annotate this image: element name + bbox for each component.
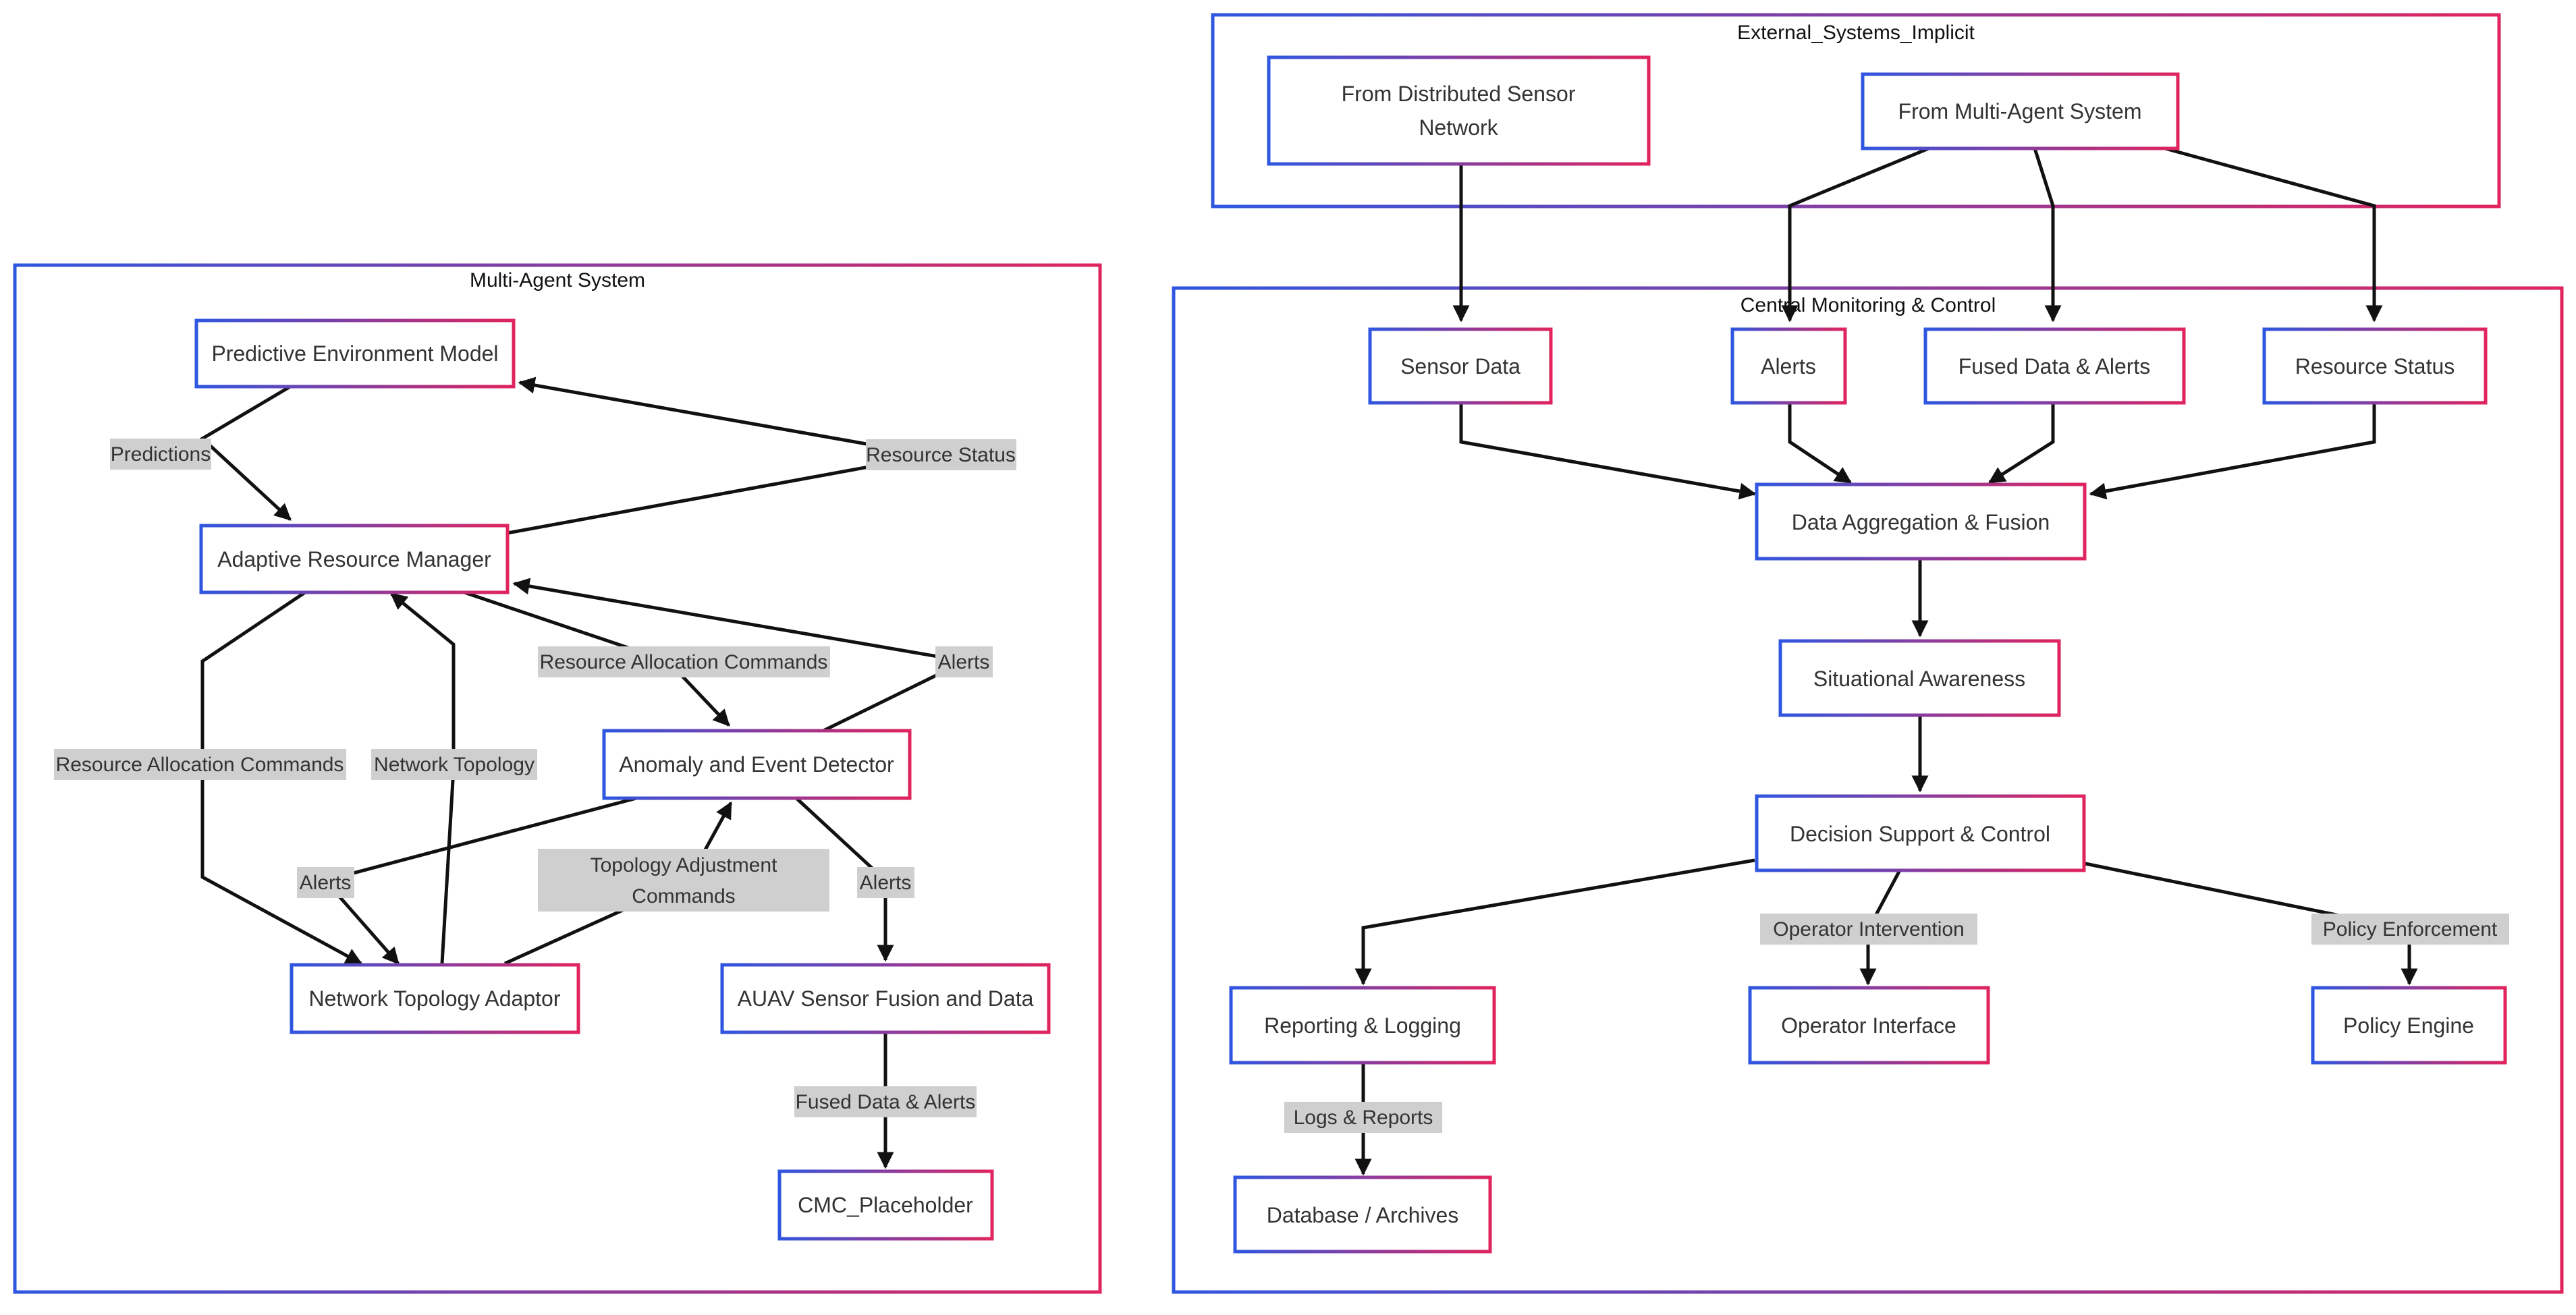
cluster-central-monitoring: Central Monitoring & Control (1172, 286, 2564, 1294)
edge-rs-daf (2089, 403, 2376, 500)
edge-fmas-rs (2164, 146, 2383, 323)
node-from-multi-agent-system[interactable]: From Multi-Agent System (1861, 72, 2180, 150)
edge-label-network-topology: Network Topology (371, 749, 537, 780)
svg-text:Commands: Commands (632, 885, 735, 907)
svg-text:Resource Status: Resource Status (866, 444, 1016, 466)
node-auav-sensor-fusion[interactable]: AUAV Sensor Fusion and Data (720, 963, 1051, 1034)
svg-text:Sensor Data: Sensor Data (1400, 354, 1520, 379)
svg-text:Resource Allocation Commands: Resource Allocation Commands (56, 754, 344, 776)
edge-label-alerts-left: Alerts (297, 867, 354, 898)
node-data-aggregation-fusion[interactable]: Data Aggregation & Fusion (1755, 482, 2087, 561)
edge-label-fused-data-alerts: Fused Data & Alerts (794, 1086, 977, 1117)
node-predictive-environment-model[interactable]: Predictive Environment Model (194, 318, 516, 389)
node-decision-support-control[interactable]: Decision Support & Control (1755, 794, 2086, 872)
edge-label-rac-right: Resource Allocation Commands (538, 646, 830, 677)
edge-label-operator-intervention: Operator Intervention (1760, 914, 1977, 945)
svg-text:Operator Interface: Operator Interface (1781, 1013, 1956, 1038)
svg-text:Alerts: Alerts (1761, 354, 1816, 379)
edge-label-predictions: Predictions (110, 439, 211, 470)
node-reporting-logging[interactable]: Reporting & Logging (1229, 986, 1496, 1065)
svg-text:Network: Network (1419, 115, 1498, 140)
edge-label-alerts-top: Alerts (935, 646, 993, 677)
edge-labels: Predictions Resource Status Resource All… (54, 439, 2509, 1133)
node-situational-awareness[interactable]: Situational Awareness (1778, 639, 2061, 717)
svg-text:Decision Support & Control: Decision Support & Control (1790, 822, 2050, 846)
svg-text:From Multi-Agent System: From Multi-Agent System (1898, 99, 2142, 123)
cluster-title-ext: External_Systems_Implicit (1737, 22, 1975, 44)
node-anomaly-event-detector[interactable]: Anomaly and Event Detector (602, 729, 912, 800)
nodes: Predictive Environment Model Adaptive Re… (194, 55, 2507, 1254)
svg-text:Database / Archives: Database / Archives (1267, 1203, 1459, 1227)
svg-text:Topology Adjustment: Topology Adjustment (591, 854, 778, 876)
svg-text:Operator Intervention: Operator Intervention (1773, 918, 1965, 941)
svg-text:Policy Engine: Policy Engine (2343, 1013, 2474, 1038)
svg-text:Predictions: Predictions (111, 443, 211, 466)
svg-text:Alerts: Alerts (860, 872, 912, 894)
svg-text:CMC_Placeholder: CMC_Placeholder (798, 1193, 973, 1217)
svg-text:AUAV Sensor Fusion and Data: AUAV Sensor Fusion and Data (738, 986, 1034, 1011)
edge-label-policy-enforcement: Policy Enforcement (2311, 914, 2509, 945)
edge-fmas-al (1781, 146, 1929, 323)
svg-text:Alerts: Alerts (938, 651, 990, 673)
node-fused-data-alerts[interactable]: Fused Data & Alerts (1923, 327, 2186, 405)
svg-text:Anomaly and Event Detector: Anomaly and Event Detector (619, 752, 894, 777)
svg-text:Data Aggregation & Fusion: Data Aggregation & Fusion (1792, 510, 2050, 534)
edge-label-alerts-right: Alerts (857, 867, 914, 898)
node-cmc-placeholder[interactable]: CMC_Placeholder (777, 1169, 994, 1241)
node-alerts[interactable]: Alerts (1730, 327, 1847, 405)
cluster-title-cmc: Central Monitoring & Control (1741, 294, 1996, 316)
svg-text:Situational Awareness: Situational Awareness (1813, 667, 2025, 691)
svg-text:Adaptive Resource Manager: Adaptive Resource Manager (217, 547, 491, 571)
edge-label-topology-adjustment: Topology Adjustment Commands (538, 849, 829, 912)
svg-text:Logs & Reports: Logs & Reports (1294, 1107, 1433, 1129)
node-from-distributed-sensor-network[interactable]: From Distributed Sensor Network (1267, 55, 1651, 166)
svg-text:Policy Enforcement: Policy Enforcement (2323, 918, 2498, 941)
node-database-archives[interactable]: Database / Archives (1233, 1175, 1492, 1254)
node-policy-engine[interactable]: Policy Engine (2311, 986, 2507, 1065)
svg-text:Predictive Environment Model: Predictive Environment Model (211, 341, 498, 366)
cluster-title-mas: Multi-Agent System (470, 269, 645, 291)
svg-text:Fused Data & Alerts: Fused Data & Alerts (1958, 354, 2151, 379)
svg-text:Resource Allocation Commands: Resource Allocation Commands (540, 651, 828, 673)
node-resource-status[interactable]: Resource Status (2262, 327, 2488, 405)
svg-text:Resource Status: Resource Status (2295, 354, 2455, 379)
edge-dsc-rl (1354, 858, 1755, 986)
edge-label-resource-status: Resource Status (866, 439, 1016, 470)
svg-text:Reporting & Logging: Reporting & Logging (1264, 1013, 1461, 1038)
node-operator-interface[interactable]: Operator Interface (1748, 986, 1990, 1065)
svg-text:Fused Data & Alerts: Fused Data & Alerts (796, 1091, 976, 1113)
edge-nta-arm (390, 592, 456, 964)
node-network-topology-adaptor[interactable]: Network Topology Adaptor (290, 963, 580, 1034)
edge-label-rac-left: Resource Allocation Commands (54, 749, 346, 780)
svg-text:From Distributed Sensor: From Distributed Sensor (1342, 82, 1576, 106)
edge-fda-daf (1988, 403, 2055, 484)
svg-text:Network Topology: Network Topology (374, 754, 535, 776)
edge-sd-daf (1459, 403, 1757, 500)
node-sensor-data[interactable]: Sensor Data (1368, 327, 1553, 405)
edge-fmas-fda (2033, 148, 2062, 323)
edge-label-logs-reports: Logs & Reports (1284, 1102, 1442, 1133)
svg-text:Alerts: Alerts (300, 872, 352, 894)
node-adaptive-resource-manager[interactable]: Adaptive Resource Manager (199, 524, 510, 594)
edge-al-daf (1788, 403, 1853, 484)
svg-text:Network Topology Adaptor: Network Topology Adaptor (309, 986, 561, 1011)
